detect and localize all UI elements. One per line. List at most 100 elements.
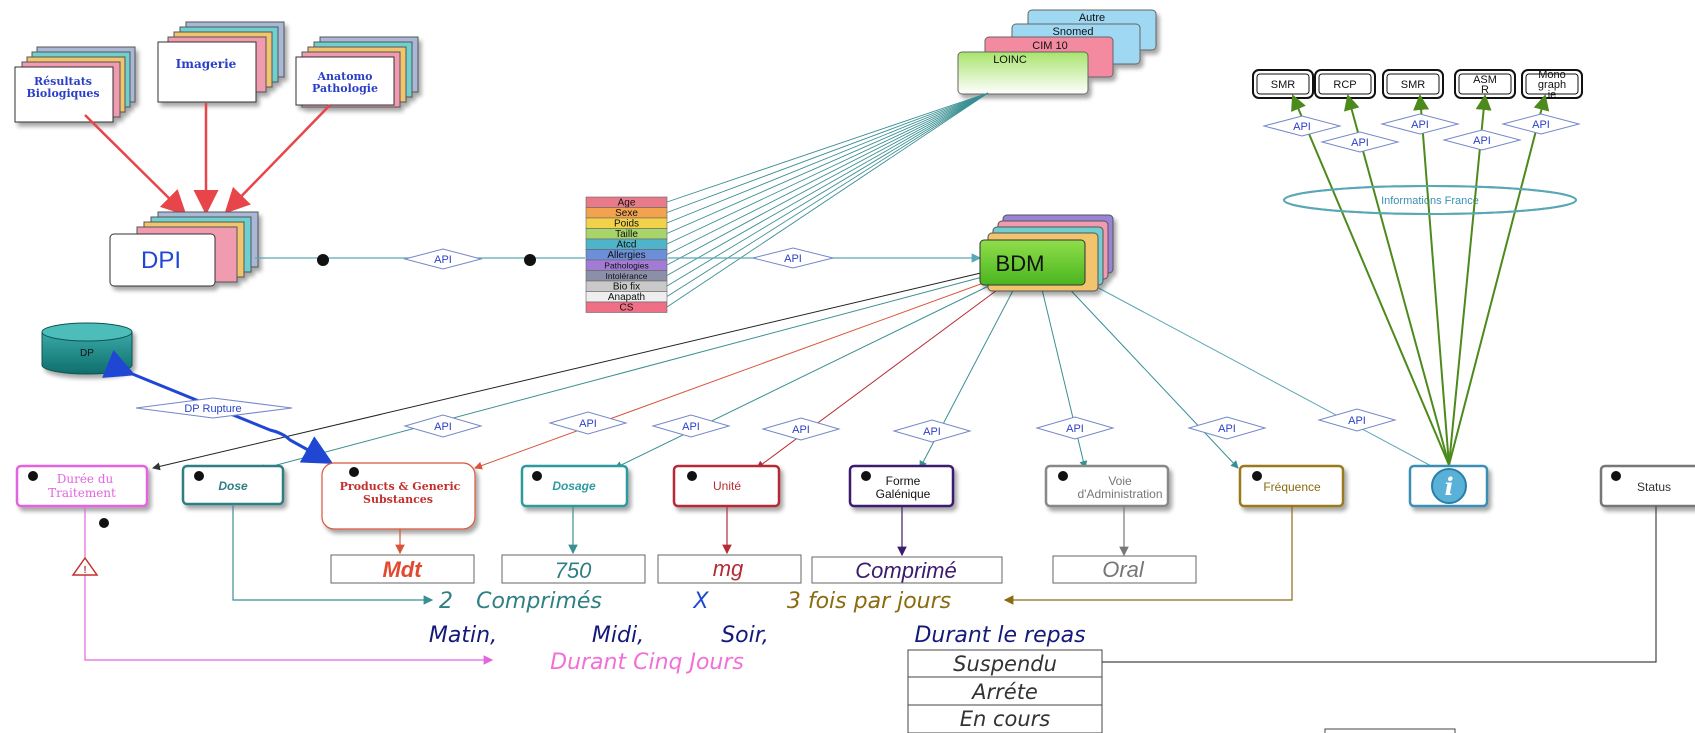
value-products: Mdt <box>382 557 423 582</box>
reference-label: R <box>1481 84 1489 96</box>
attr-status-label: Status <box>1637 480 1671 494</box>
terminology-links <box>666 92 989 308</box>
arrow-resultats-to-dpi <box>84 114 187 216</box>
anatomo-label-line2: Pathologie <box>312 82 378 95</box>
terminology-stack <box>957 9 1157 95</box>
patient-field-label: Age <box>618 198 636 209</box>
arrow-anatomo-to-dpi <box>224 104 331 214</box>
dose-to-prescription <box>232 504 434 605</box>
terminology-autre: Autre <box>1079 12 1105 24</box>
terminology-link-line <box>666 92 989 234</box>
value-forme: Comprimé <box>855 558 956 583</box>
terminology-link-line <box>666 92 989 276</box>
dp-rupture-label: DP Rupture <box>184 403 241 415</box>
api-diamond <box>1187 416 1267 440</box>
terminology-loinc: LOINC <box>993 54 1027 66</box>
imagerie-label: Imagerie <box>176 57 237 71</box>
api-diamond <box>1320 131 1400 153</box>
attr-forme-line1: Forme <box>886 474 921 488</box>
stack-resultats-biologiques <box>14 46 136 123</box>
prescription-times: X <box>692 589 709 614</box>
api-label-dpi: API <box>434 254 452 266</box>
svg-text:!: ! <box>83 565 86 576</box>
prescription-unit: Comprimés <box>476 589 602 614</box>
informations-france-ellipse-front <box>1283 185 1577 215</box>
bdm-stack <box>979 214 1114 292</box>
patient-field-label: Taille <box>615 229 638 240</box>
attr-unite-label: Unité <box>713 479 741 493</box>
patient-field-label: Sexe <box>615 208 638 219</box>
patient-field-label: CS <box>620 303 634 314</box>
prescription-freq: 3 fois par jours <box>787 589 951 614</box>
reference-label: graph <box>1538 79 1566 91</box>
api-label: API <box>434 421 452 433</box>
attr-dosage-label: Dosage <box>552 479 596 493</box>
api-label: API <box>1218 423 1236 435</box>
terminology-link-line <box>666 92 989 203</box>
api-label: API <box>1351 137 1369 149</box>
status-en-cours: En cours <box>960 707 1051 731</box>
api-diamond <box>651 414 731 438</box>
api-label: API <box>792 424 810 436</box>
api-label-bdm: API <box>784 253 802 265</box>
dp-rupture-arrow <box>102 350 334 464</box>
api-diamond <box>1501 113 1581 135</box>
api-label: API <box>1066 423 1084 435</box>
patient-field-label: Intolérance <box>605 271 647 281</box>
api-diamond-bdm <box>752 247 834 269</box>
attr-forme-line2: Galénique <box>876 487 931 501</box>
patient-field-label: Pathologies <box>604 261 648 271</box>
status-suspendu: Suspendu <box>953 652 1057 676</box>
dp-rupture-diamond <box>135 397 293 419</box>
resultats-label-line1: Résultats <box>34 75 92 88</box>
reference-label: ie <box>1548 89 1557 101</box>
reference-label: ASM <box>1473 74 1497 86</box>
attr-frequence-label: Fréquence <box>1263 480 1321 494</box>
bdm-links <box>152 271 1436 473</box>
api-label: API <box>1532 119 1550 131</box>
reference-label: Mono <box>1538 69 1566 81</box>
terminology-link-line <box>666 92 989 297</box>
bdm-label: BDM <box>996 251 1045 276</box>
terminology-link-line <box>666 92 989 287</box>
api-label: API <box>682 421 700 433</box>
api-diamond <box>548 411 628 435</box>
api-label: API <box>1473 135 1491 147</box>
patient-fields-list: AgeSexePoidsTailleAtcdAllergiesPathologi… <box>585 196 668 314</box>
value-forme-box <box>811 556 1003 584</box>
patient-field-label: Bio fix <box>613 282 640 293</box>
api-diamond <box>1380 113 1460 135</box>
reference-label: SMR <box>1401 79 1426 91</box>
status-connector <box>1102 506 1657 663</box>
reference-links <box>1291 94 1550 466</box>
attr-products-line1: Products & Generic <box>340 480 461 493</box>
api-label: API <box>1411 119 1429 131</box>
terminology-link-line <box>666 92 989 245</box>
attr-products-line2: Substances <box>363 493 433 506</box>
informations-france-label: Informations France <box>1381 195 1479 207</box>
status-arrete: Arréte <box>970 680 1038 704</box>
value-products-box <box>330 554 475 584</box>
api-label: API <box>1348 415 1366 427</box>
attr-products-box <box>321 462 476 530</box>
api-label: API <box>1293 121 1311 133</box>
attr-status-box <box>1599 464 1695 508</box>
value-unite: mg <box>713 556 744 581</box>
patient-field-label: Anapath <box>608 292 645 303</box>
terminology-link-line <box>666 92 989 213</box>
terminology-link-line <box>666 92 989 255</box>
api-diamond-dpi <box>403 248 483 270</box>
patient-field-label: Allergies <box>607 250 645 261</box>
reference-cylinder: RCP <box>1314 69 1376 99</box>
frequence-to-prescription <box>1003 506 1293 605</box>
moment-matin: Matin, <box>429 623 497 648</box>
stack-imagerie <box>157 21 285 103</box>
api-diamond <box>403 414 483 438</box>
moment-midi: Midi, <box>592 623 644 648</box>
patient-field-row <box>585 301 668 313</box>
stack-anatomo-pathologie <box>295 36 419 108</box>
terminology-link-line <box>666 92 989 266</box>
